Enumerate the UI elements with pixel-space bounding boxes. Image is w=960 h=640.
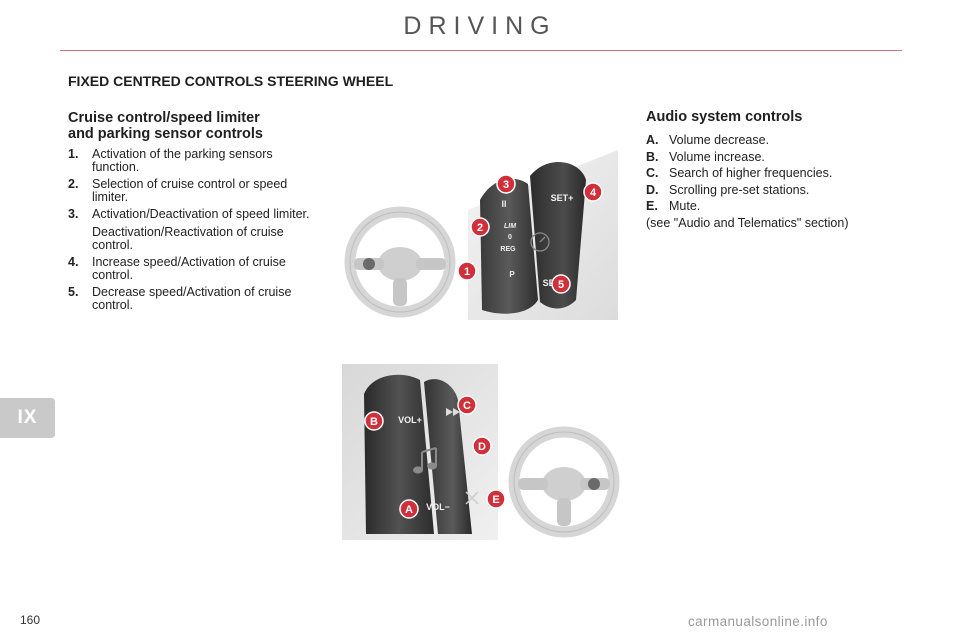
callout-label: 5 (558, 279, 564, 291)
set-plus-label: SET+ (551, 193, 574, 203)
list-item: 2. Selection of cruise control or speed … (68, 178, 318, 204)
zero-label: 0 (508, 234, 512, 241)
cruise-heading-line2: and parking sensor controls (68, 126, 263, 142)
list-item: 1. Activation of the parking sensors fun… (68, 148, 318, 174)
pause-label: II (501, 199, 506, 209)
cruise-heading-line1: Cruise control/speed limiter (68, 110, 260, 126)
chapter-tab-label: IX (17, 407, 38, 428)
list-letter: B. (646, 149, 659, 164)
section-heading: FIXED CENTRED CONTROLS STEERING WHEEL (68, 73, 394, 89)
list-text: Search of higher frequencies. (669, 166, 833, 180)
watermark: carmanualsonline.info (688, 614, 828, 629)
callout-a: A (399, 499, 419, 519)
speedometer-icon (530, 232, 550, 252)
list-number: 2. (68, 177, 79, 191)
park-sensor-label: P (509, 270, 515, 279)
list-text: Increase speed/Activation of cruise cont… (92, 255, 286, 282)
list-number: 3. (68, 207, 79, 221)
steering-wheel-illustration (344, 206, 456, 318)
callout-1: 1 (457, 261, 477, 281)
list-item: 4. Increase speed/Activation of cruise c… (68, 256, 318, 282)
list-text: Selection of cruise control or speed lim… (92, 177, 288, 204)
list-number: 5. (68, 285, 79, 299)
audio-reference-note: (see "Audio and Telematics" section) (646, 216, 849, 230)
callout-2: 2 (470, 217, 490, 237)
callout-label: D (478, 441, 486, 453)
list-text: Volume increase. (669, 149, 765, 164)
list-number: 1. (68, 147, 79, 161)
callout-label: E (492, 494, 499, 506)
list-text: Decrease speed/Activation of cruise cont… (92, 285, 292, 312)
callout-c: C (457, 395, 477, 415)
list-text: Activation/Deactivation of speed limiter… (92, 207, 310, 221)
callout-label: 2 (477, 222, 483, 234)
callout-b: B (364, 411, 384, 431)
callout-3: 3 (496, 174, 516, 194)
callout-4: 4 (583, 182, 603, 202)
steering-wheel-illustration (508, 426, 620, 538)
list-text: Scrolling pre-set stations. (669, 182, 810, 197)
list-letter: A. (646, 133, 659, 147)
audio-controls-figure: VOL+ VOL− B (342, 364, 622, 540)
list-letter: D. (646, 182, 659, 197)
audio-controls-list: A. Volume decrease. B. Volume increase. … (646, 132, 832, 215)
callout-label: 1 (464, 266, 470, 278)
list-text: Mute. (669, 199, 701, 213)
callout-label: 4 (590, 187, 597, 199)
cruise-control-figure: II LIM 0 REG P SET+ SET− 3 4 2 1 5 (342, 150, 618, 320)
list-text: Volume decrease. (669, 133, 770, 147)
vol-minus-label: VOL− (426, 502, 450, 512)
callout-e: E (486, 489, 506, 509)
mute-icon (465, 491, 479, 505)
cruise-heading: Cruise control/speed limiter and parking… (68, 110, 328, 142)
list-text-group: Activation/Deactivation of speed limiter… (92, 208, 318, 252)
reg-label: REG (500, 246, 516, 253)
callout-label: 3 (503, 179, 509, 191)
list-item: 5. Decrease speed/Activation of cruise c… (68, 286, 318, 312)
list-item: C. Search of higher frequencies. (646, 165, 832, 182)
callout-label: B (370, 416, 378, 428)
cruise-controls-list: 1. Activation of the parking sensors fun… (68, 148, 318, 316)
header-divider (60, 50, 902, 51)
list-item: B. Volume increase. (646, 149, 832, 166)
lim-label: LIM (504, 223, 516, 230)
chapter-tab[interactable]: IX (0, 398, 55, 438)
seek-forward-icon (446, 408, 460, 416)
callout-label: C (463, 400, 471, 412)
list-item: E. Mute. (646, 198, 832, 215)
list-subtext: Deactivation/Reactivation of cruise cont… (92, 225, 284, 252)
page-number: 160 (20, 613, 41, 627)
list-letter: C. (646, 166, 659, 180)
vol-plus-label: VOL+ (398, 415, 422, 425)
page-title: DRIVING (403, 12, 557, 40)
list-item: D. Scrolling pre-set stations. (646, 182, 832, 199)
list-number: 4. (68, 255, 79, 269)
list-item: 3. Activation/Deactivation of speed limi… (68, 208, 318, 252)
music-note-icon (413, 447, 437, 474)
callout-5: 5 (551, 274, 571, 294)
list-letter: E. (646, 199, 658, 213)
list-text: Activation of the parking sensors functi… (92, 147, 273, 174)
audio-heading: Audio system controls (646, 109, 803, 125)
callout-label: A (405, 504, 413, 516)
callout-d: D (472, 436, 492, 456)
list-item: A. Volume decrease. (646, 132, 832, 149)
